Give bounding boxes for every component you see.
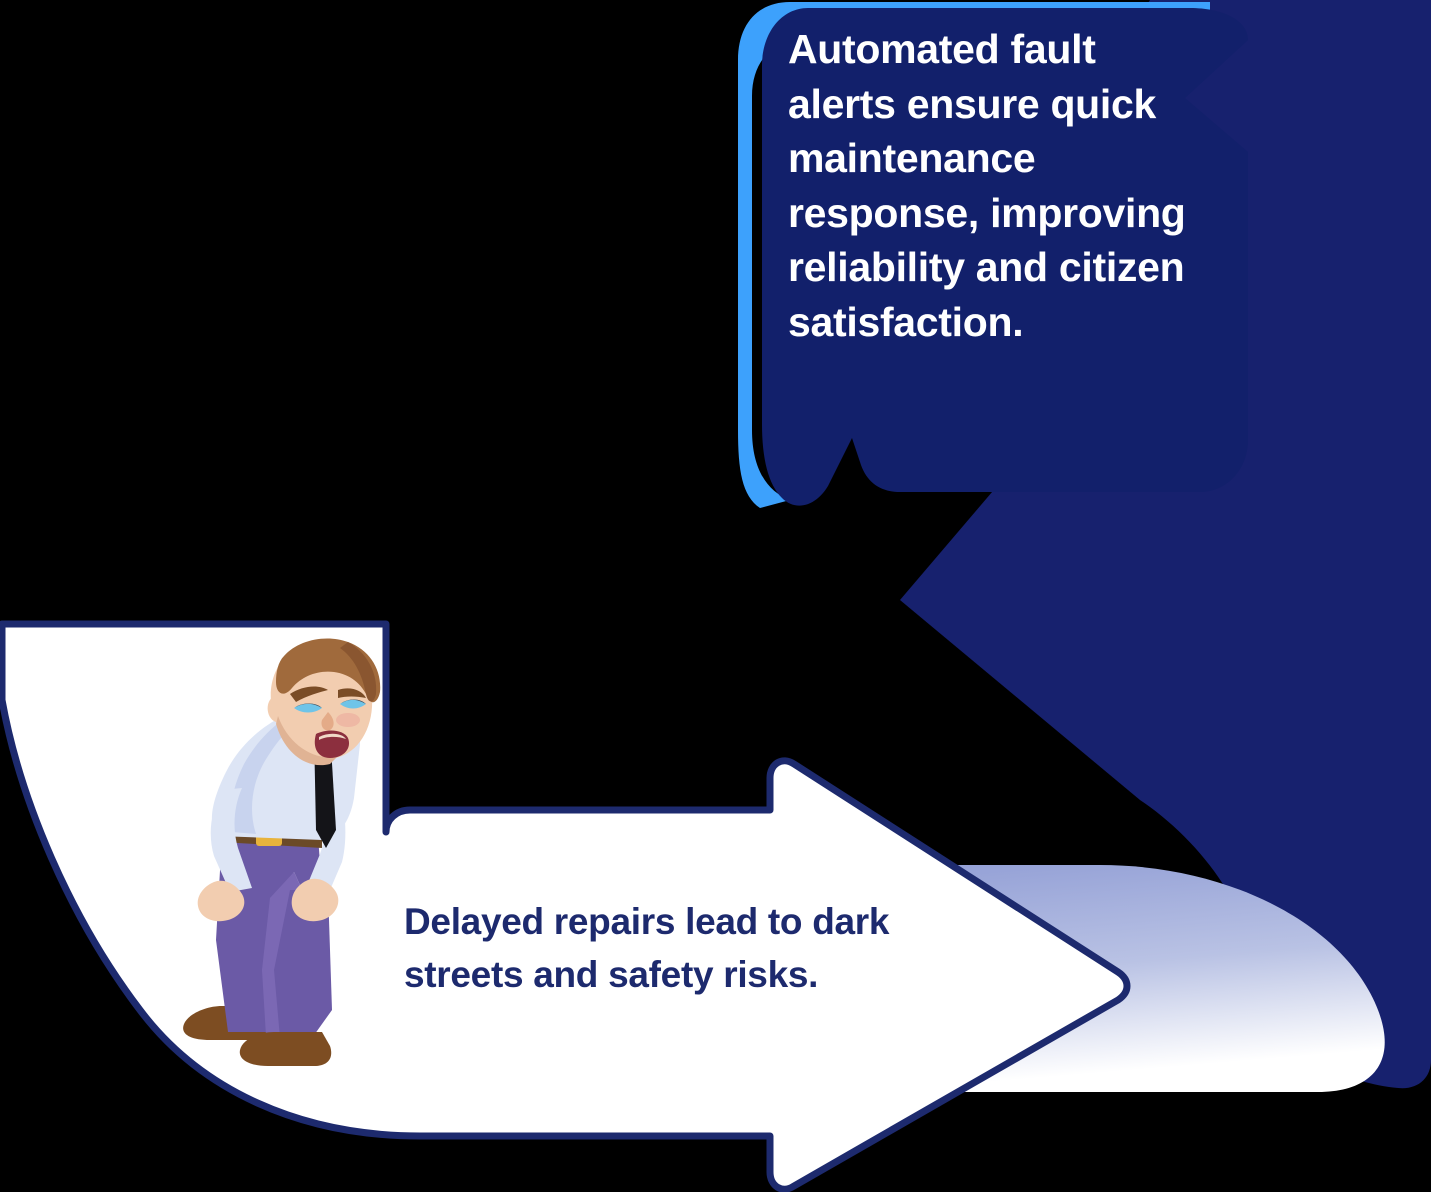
arrow-text: Delayed repairs lead to dark streets and… (404, 901, 890, 995)
character-front-leg (239, 890, 332, 1066)
callout-text: Automated fault alerts ensure quick main… (788, 26, 1186, 345)
navy-ribbon-shape (900, 0, 1431, 1089)
character-head (267, 638, 381, 766)
callout-bubble[interactable] (762, 8, 1248, 506)
